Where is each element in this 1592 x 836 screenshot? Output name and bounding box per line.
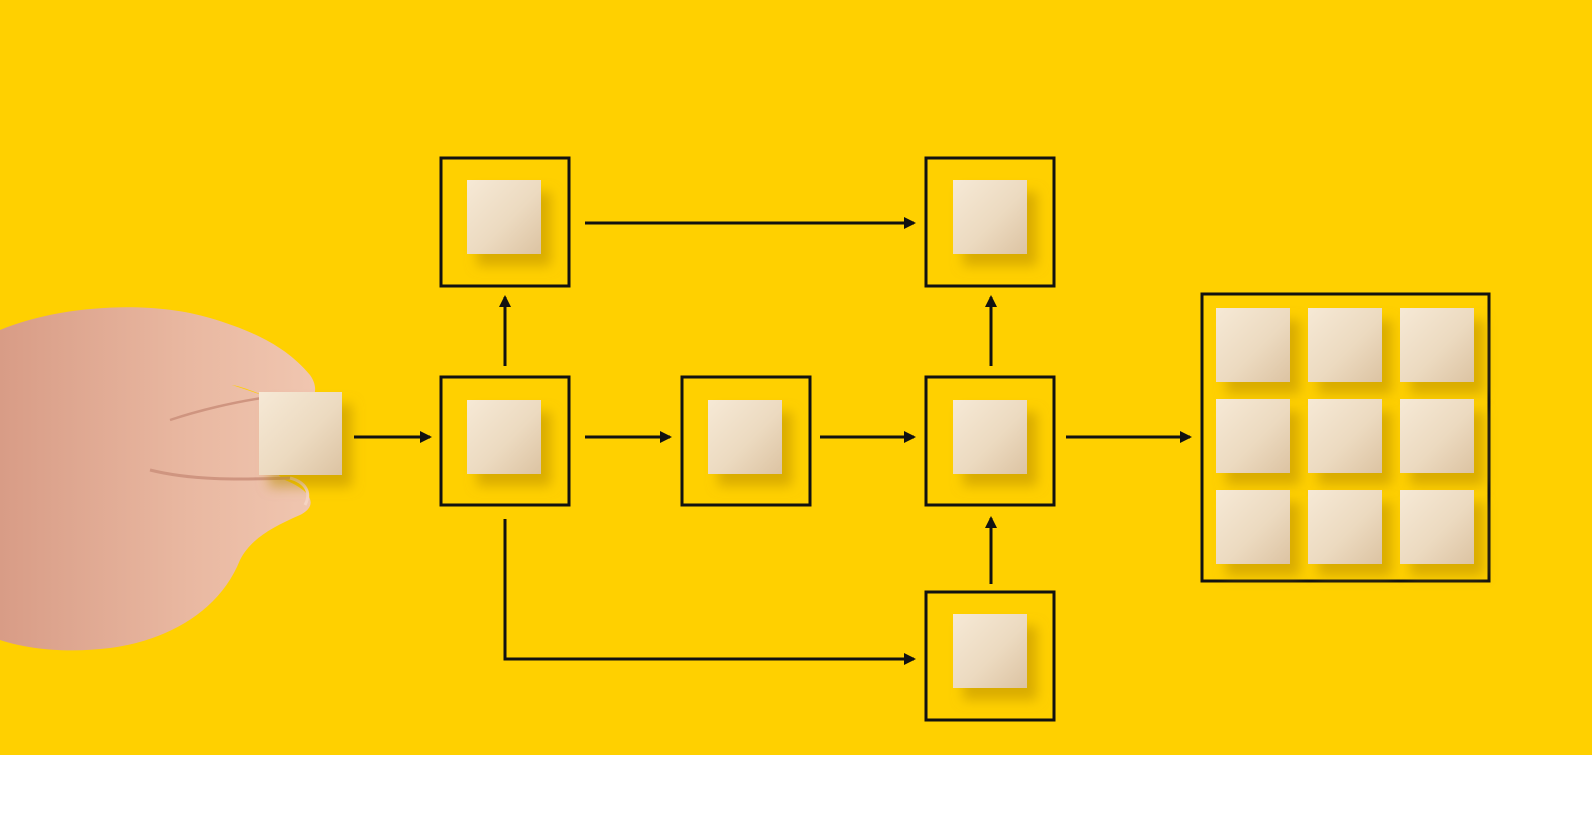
grid-block-5 (1308, 399, 1382, 473)
white-margin (0, 755, 1592, 836)
arrows (354, 217, 1192, 665)
frame-top-left (439, 156, 571, 288)
grid-block-2 (1308, 308, 1382, 382)
grid-block-6 (1400, 399, 1474, 473)
frame-mid-left (439, 375, 571, 507)
flow-diagram (0, 156, 1491, 722)
hand-icon (0, 307, 316, 651)
grid-block-1 (1216, 308, 1290, 382)
grid-block-7 (1216, 490, 1290, 564)
process-flow-photo (0, 0, 1592, 755)
frame-mid-center (680, 375, 812, 507)
arrow-midleft-down-to-bottomright (503, 519, 916, 665)
held-wooden-block (259, 392, 342, 475)
grid-block-3 (1400, 308, 1474, 382)
grid-block-4 (1216, 399, 1290, 473)
output-grid-frame (1200, 292, 1491, 583)
frame-mid-right (924, 375, 1056, 507)
grid-block-8 (1308, 490, 1382, 564)
frame-top-right (924, 156, 1056, 288)
frame-bottom-right (924, 590, 1056, 722)
grid-block-9 (1400, 490, 1474, 564)
